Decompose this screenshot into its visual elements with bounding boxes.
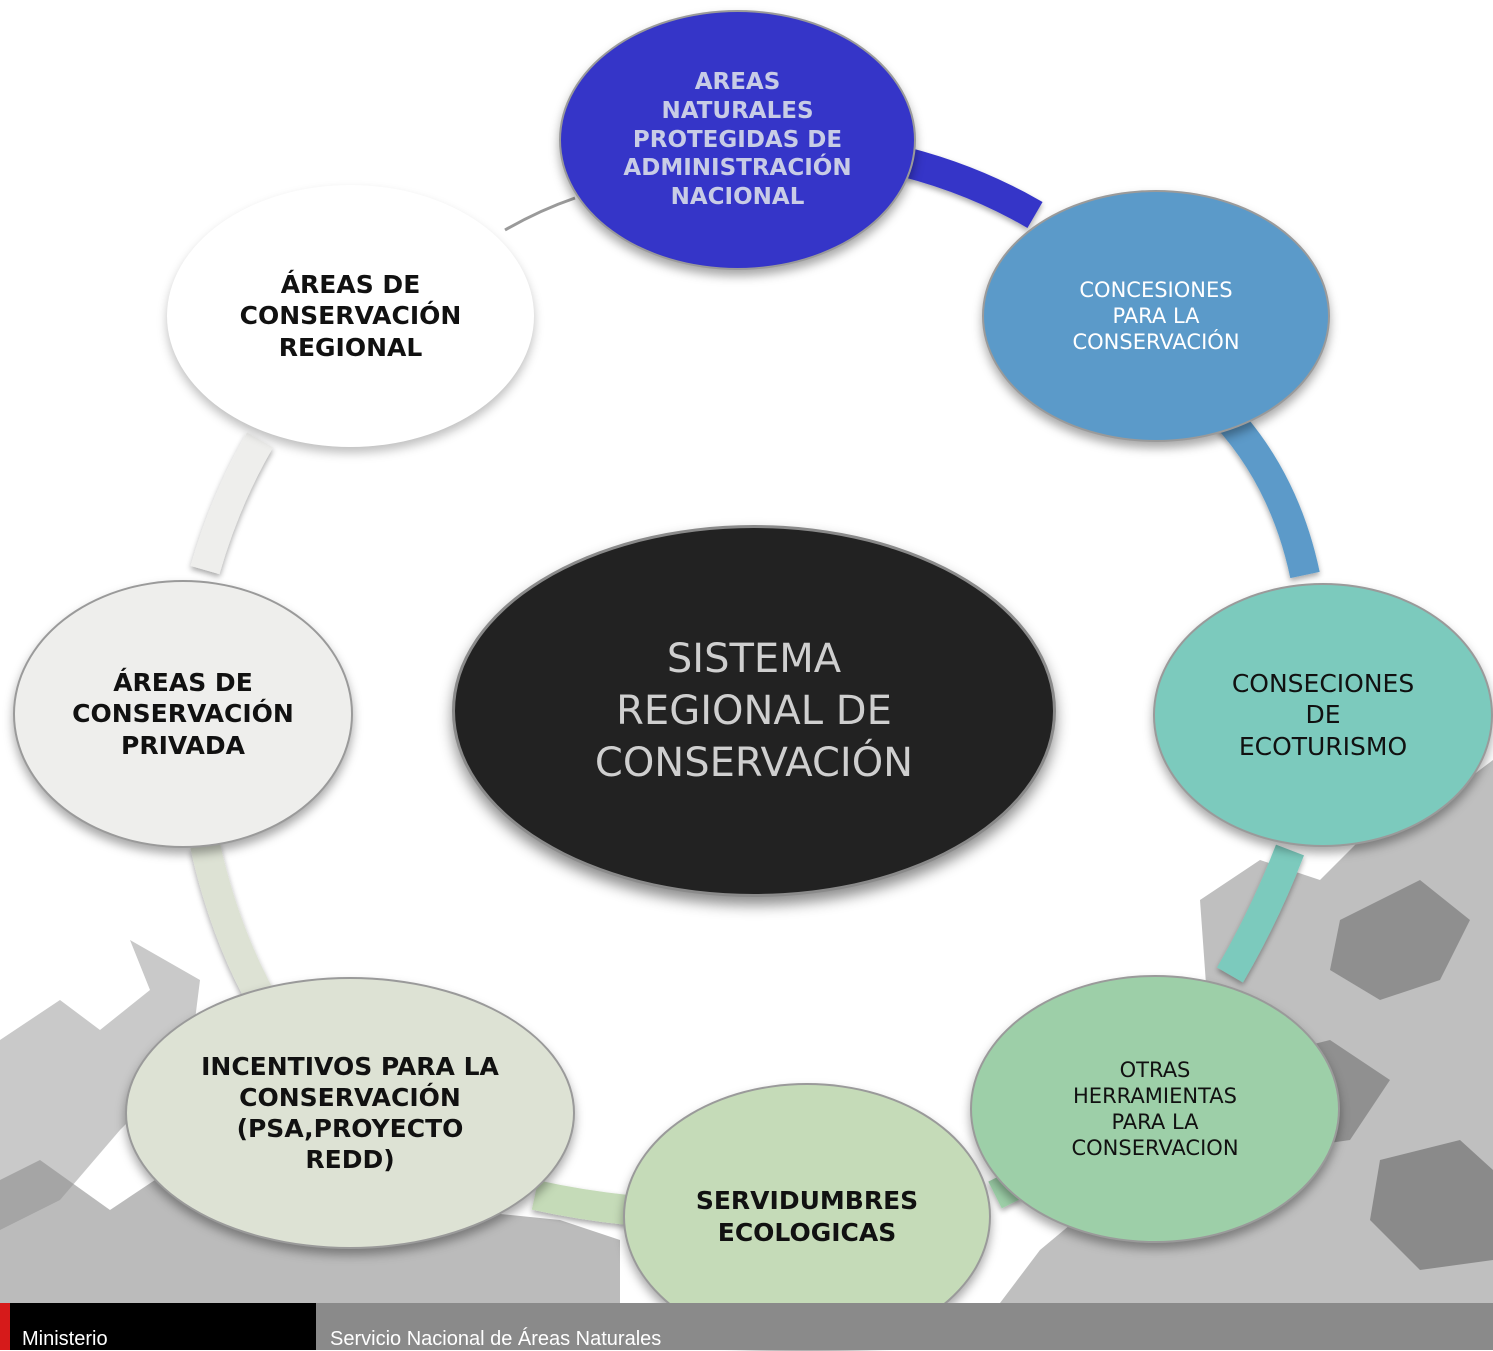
node-otras-herramientas: OTRAS HERRAMIENTAS PARA LA CONSERVACION bbox=[970, 975, 1340, 1243]
footer-accent-bar bbox=[0, 1303, 10, 1350]
node-concesiones-conservacion: CONCESIONES PARA LA CONSERVACIÓN bbox=[982, 190, 1330, 442]
ring-segment-3 bbox=[1217, 844, 1304, 983]
footer-band: Ministerio Servicio Nacional de Áreas Na… bbox=[0, 1303, 1493, 1350]
ring-segment-7 bbox=[190, 432, 273, 575]
node-conservacion-privada-label: ÁREAS DE CONSERVACIÓN PRIVADA bbox=[72, 668, 294, 760]
node-concesiones-conservacion-label: CONCESIONES PARA LA CONSERVACIÓN bbox=[1072, 277, 1240, 355]
footer-service-text: Servicio Nacional de Áreas Naturales bbox=[330, 1328, 662, 1350]
central-hub-label: SISTEMA REGIONAL DE CONSERVACIÓN bbox=[594, 636, 914, 786]
node-conservacion-regional-label: ÁREAS DE CONSERVACIÓN REGIONAL bbox=[239, 270, 462, 362]
node-incentivos-label: INCENTIVOS PARA LA CONSERVACIÓN (PSA,PRO… bbox=[201, 1051, 499, 1175]
node-incentivos: INCENTIVOS PARA LA CONSERVACIÓN (PSA,PRO… bbox=[125, 977, 575, 1249]
ring-segment-5 bbox=[531, 1180, 630, 1225]
footer-ministry-text: Ministerio bbox=[22, 1328, 108, 1350]
ring-segment-2 bbox=[1213, 404, 1320, 579]
node-otras-herramientas-label: OTRAS HERRAMIENTAS PARA LA CONSERVACION bbox=[1071, 1057, 1239, 1161]
node-servidumbres-ecologicas-label: SERVIDUMBRES ECOLOGICAS bbox=[695, 1186, 919, 1247]
ring-segment-1 bbox=[901, 147, 1043, 228]
node-conservacion-regional: ÁREAS DE CONSERVACIÓN REGIONAL bbox=[167, 185, 534, 447]
node-concesiones-ecoturismo: CONSECIONES DE ECOTURISMO bbox=[1153, 583, 1493, 847]
node-conservacion-privada: ÁREAS DE CONSERVACIÓN PRIVADA bbox=[13, 580, 353, 848]
ring-segment-8 bbox=[504, 196, 576, 232]
footer-service-block: Servicio Nacional de Áreas Naturales bbox=[316, 1303, 1493, 1350]
central-hub: SISTEMA REGIONAL DE CONSERVACIÓN bbox=[452, 525, 1056, 897]
ring-segment-6 bbox=[190, 841, 279, 1013]
footer-ministry-block: Ministerio bbox=[0, 1303, 316, 1350]
node-anp-nacional: AREAS NATURALES PROTEGIDAS DE ADMINISTRA… bbox=[559, 10, 916, 270]
node-anp-nacional-label: AREAS NATURALES PROTEGIDAS DE ADMINISTRA… bbox=[623, 69, 852, 211]
node-concesiones-ecoturismo-label: CONSECIONES DE ECOTURISMO bbox=[1231, 669, 1415, 761]
